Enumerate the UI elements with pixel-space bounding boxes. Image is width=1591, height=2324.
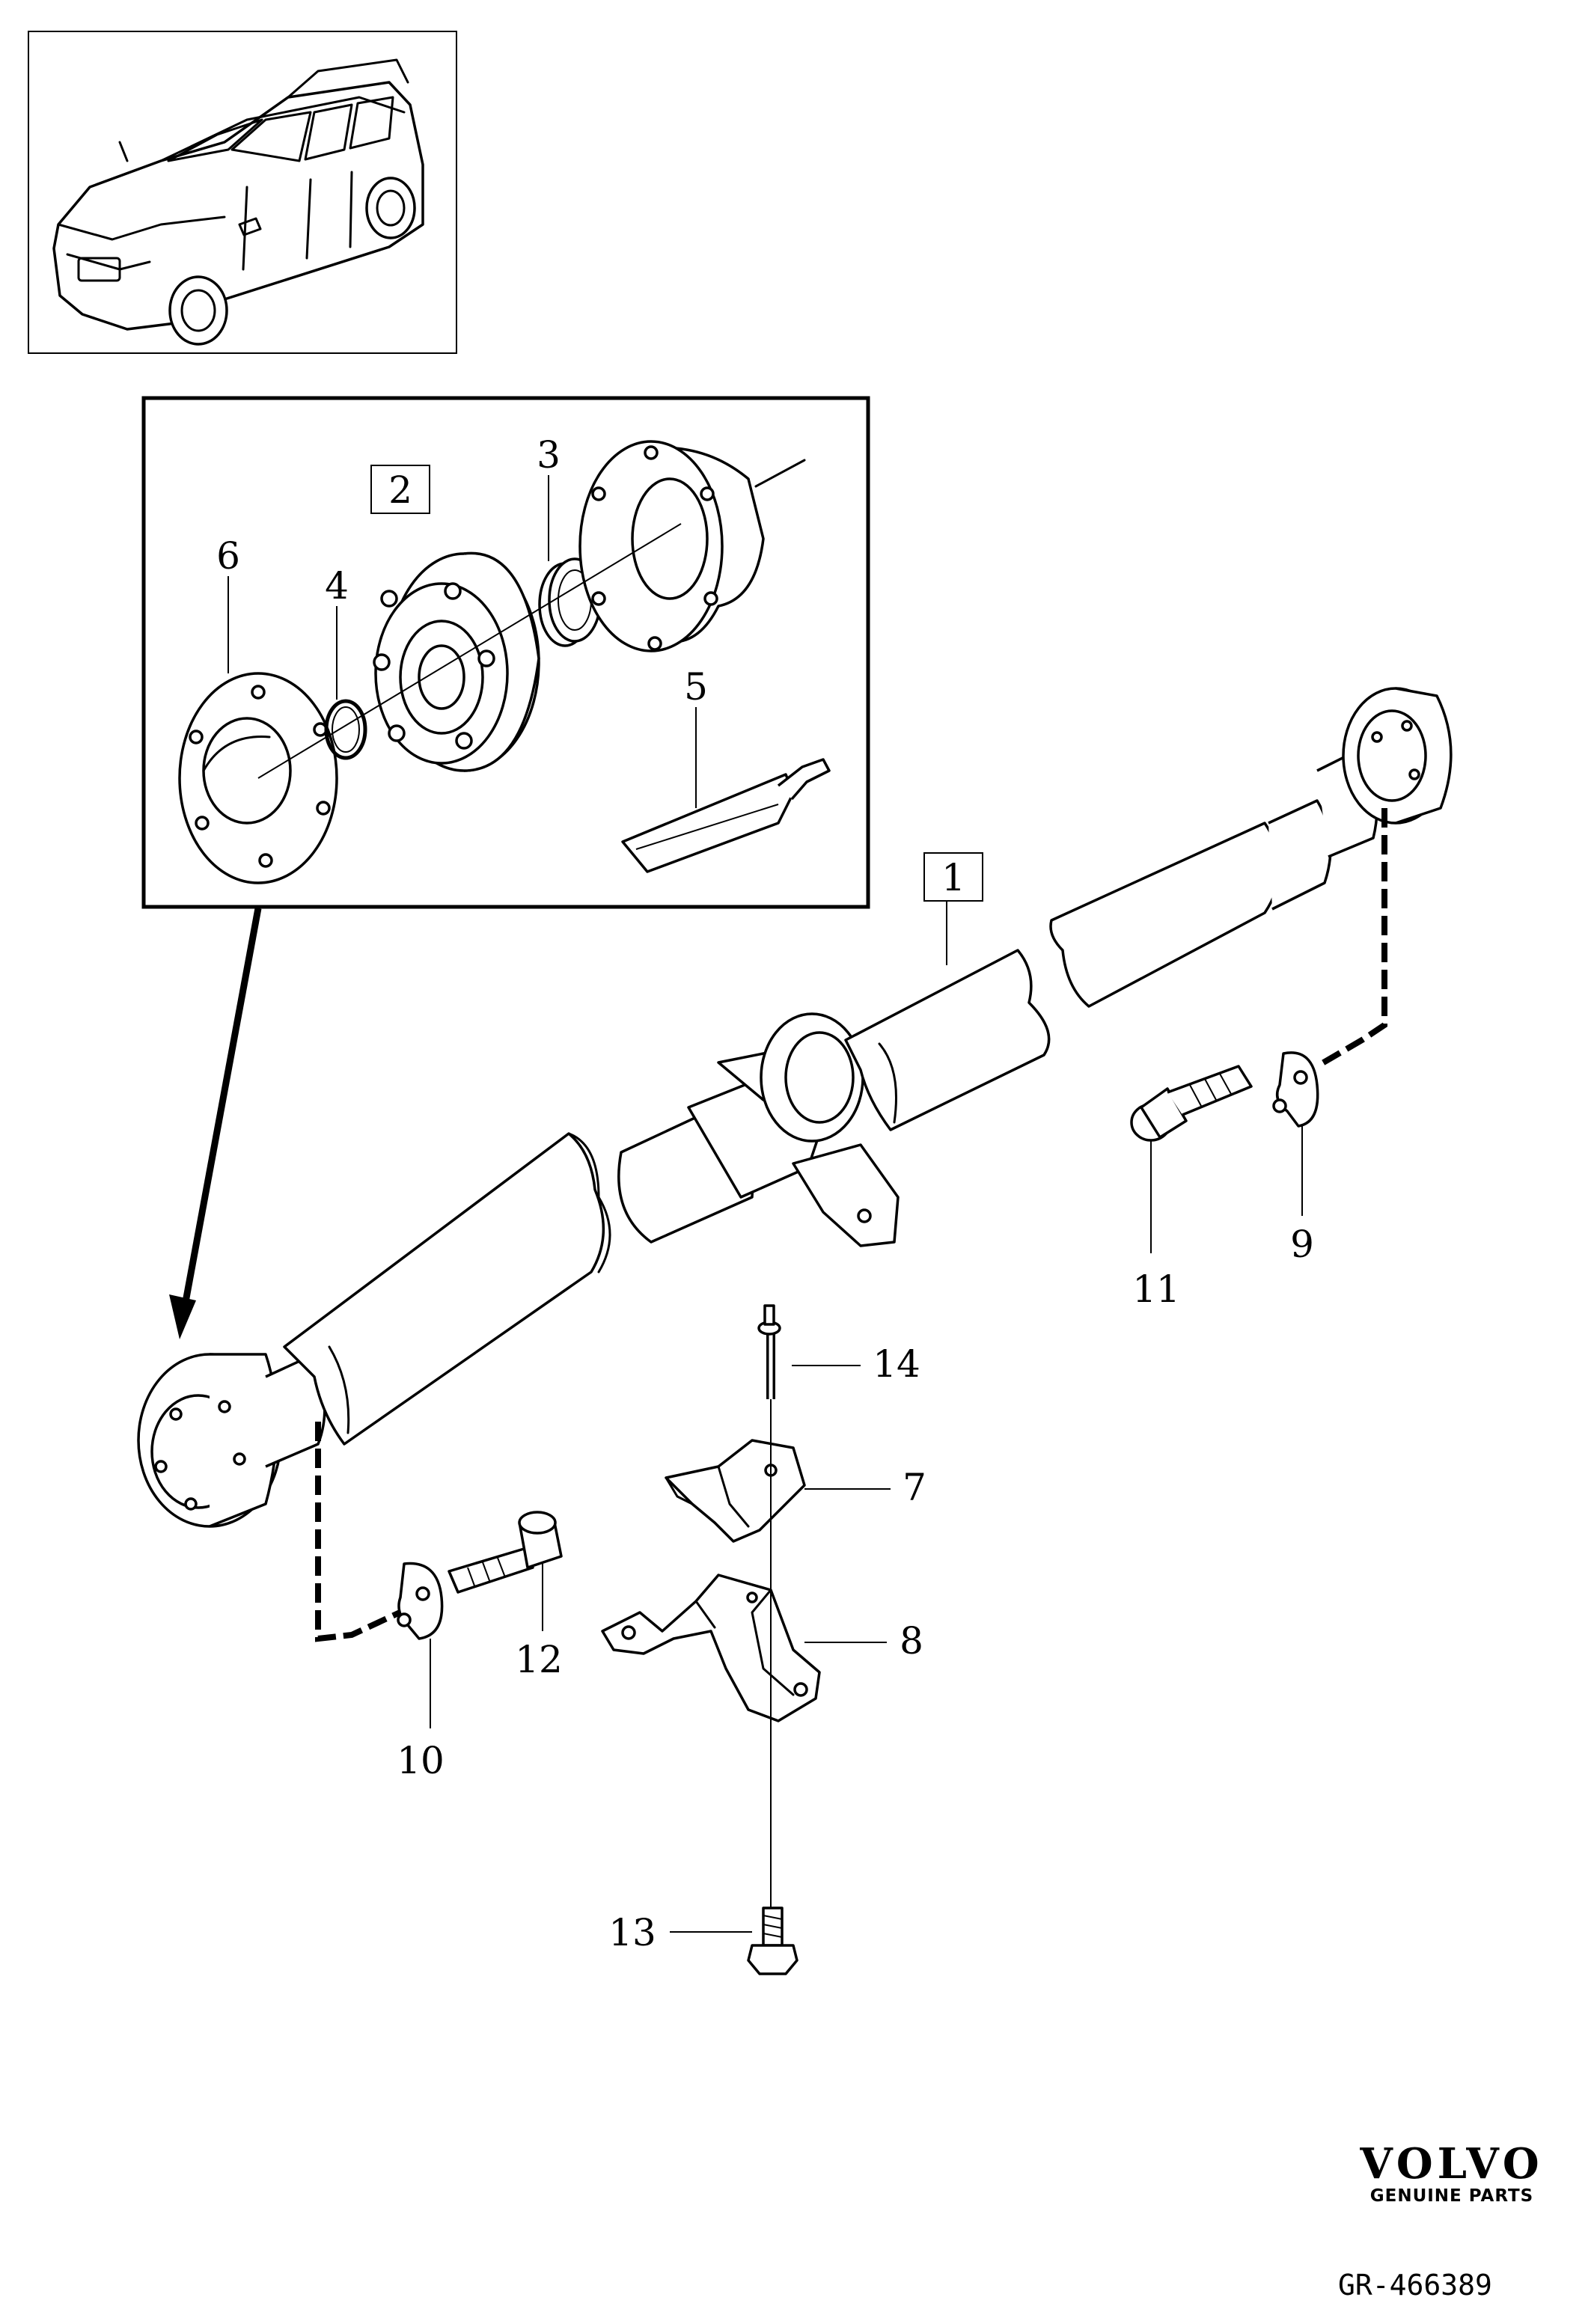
flange [578,440,806,652]
part-10-clamp [397,1562,444,1640]
part-3-seal-ring [538,557,602,647]
wheel-rear [365,177,416,239]
cv-joint-body [373,551,540,772]
part-13-bolt [747,1906,798,1975]
diagram-reference-id: GR-466389 [1338,2269,1492,2302]
volvo-genuine-parts-logo: VOLVO GENUINE PARTS [1347,2143,1557,2206]
callout-5: 5 [684,665,708,709]
rear-tube [844,799,1332,1131]
callout-6: 6 [216,534,240,578]
callout-8: 8 [900,1619,923,1663]
callout-4: 4 [325,564,349,608]
part-7-support-bracket [665,1439,806,1543]
rear-flange [1316,687,1453,858]
callout-14: 14 [873,1342,920,1386]
callout-box-1 [923,852,983,902]
callout-2: 2 [388,468,412,512]
callout-12: 12 [515,1638,563,1681]
front-flange [137,1353,326,1528]
callout-box-2 [370,465,430,514]
front-tube [283,1132,611,1446]
wheel-front [168,275,228,346]
part-11-bolt [1130,1065,1253,1142]
centre-joint [617,1012,900,1247]
callout-9: 9 [1290,1223,1314,1266]
part-14-rivet [757,1304,781,1399]
callout-1: 1 [941,856,965,899]
part-4-circlip [324,699,367,760]
part-9-clamp [1272,1051,1319,1128]
callout-3: 3 [537,433,561,477]
callout-7: 7 [903,1466,926,1509]
brand-name: VOLVO [1360,2139,1544,2189]
suv-illustration [52,58,424,331]
brand-subtitle: GENUINE PARTS [1369,2186,1534,2206]
callout-10: 10 [397,1739,445,1782]
cv-joint-inset [141,396,870,909]
part-8-mounting-bracket [601,1574,821,1722]
vehicle-thumbnail [28,31,457,354]
leader-lines [227,475,1303,1933]
part-5-grease-tube [621,758,831,873]
callout-11: 11 [1132,1268,1180,1311]
inset-arrow [169,908,262,1339]
propeller-shaft [137,687,1453,1642]
part-12-bolt [448,1511,563,1594]
callout-13: 13 [608,1911,656,1954]
